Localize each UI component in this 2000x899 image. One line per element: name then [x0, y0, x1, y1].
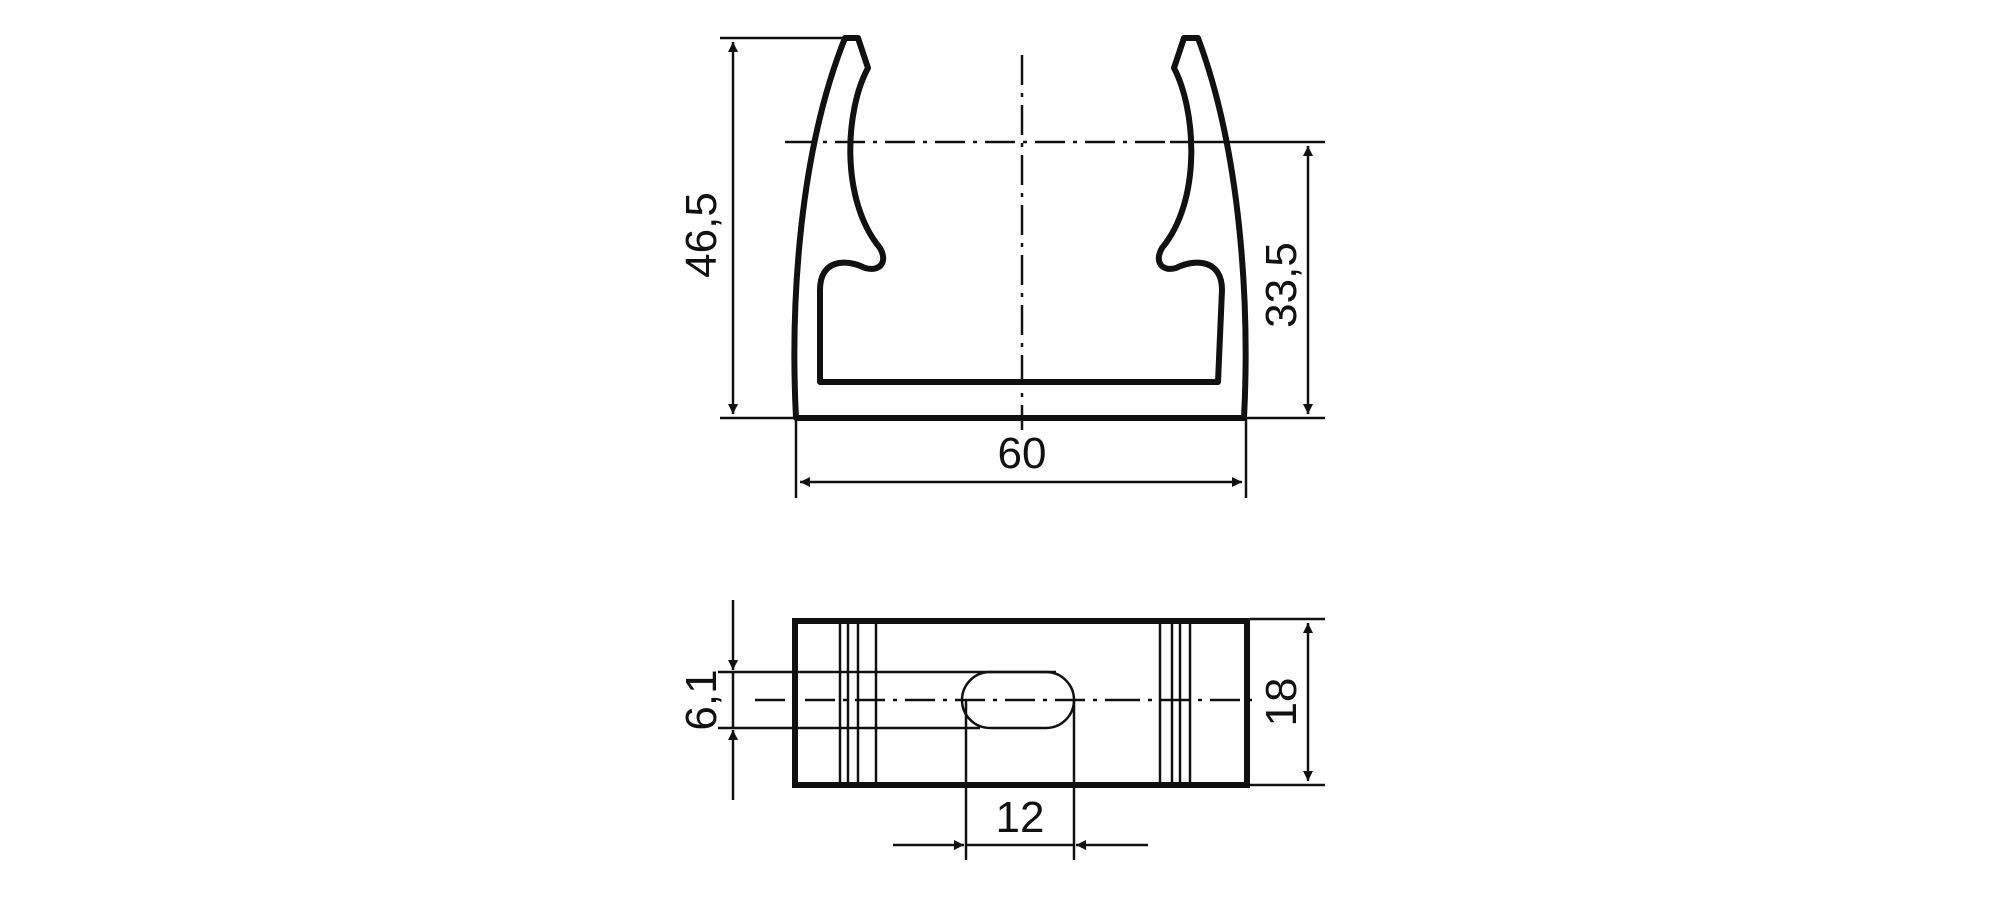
dim-label-slot-length: 12: [996, 793, 1045, 842]
clip-profile-outline: [791, 35, 1249, 421]
top-view-outline: [792, 618, 1250, 788]
dim-label-slot-width: 6,1: [677, 669, 726, 730]
front-view: 46,5 33,5 60: [677, 35, 1325, 498]
dim-label-height-total: 46,5: [677, 192, 726, 278]
dim-label-depth: 18: [1257, 678, 1306, 727]
dim-label-height-center: 33,5: [1257, 242, 1306, 328]
top-view: 6,1 18 12: [677, 600, 1325, 860]
dim-label-width: 60: [998, 429, 1047, 478]
